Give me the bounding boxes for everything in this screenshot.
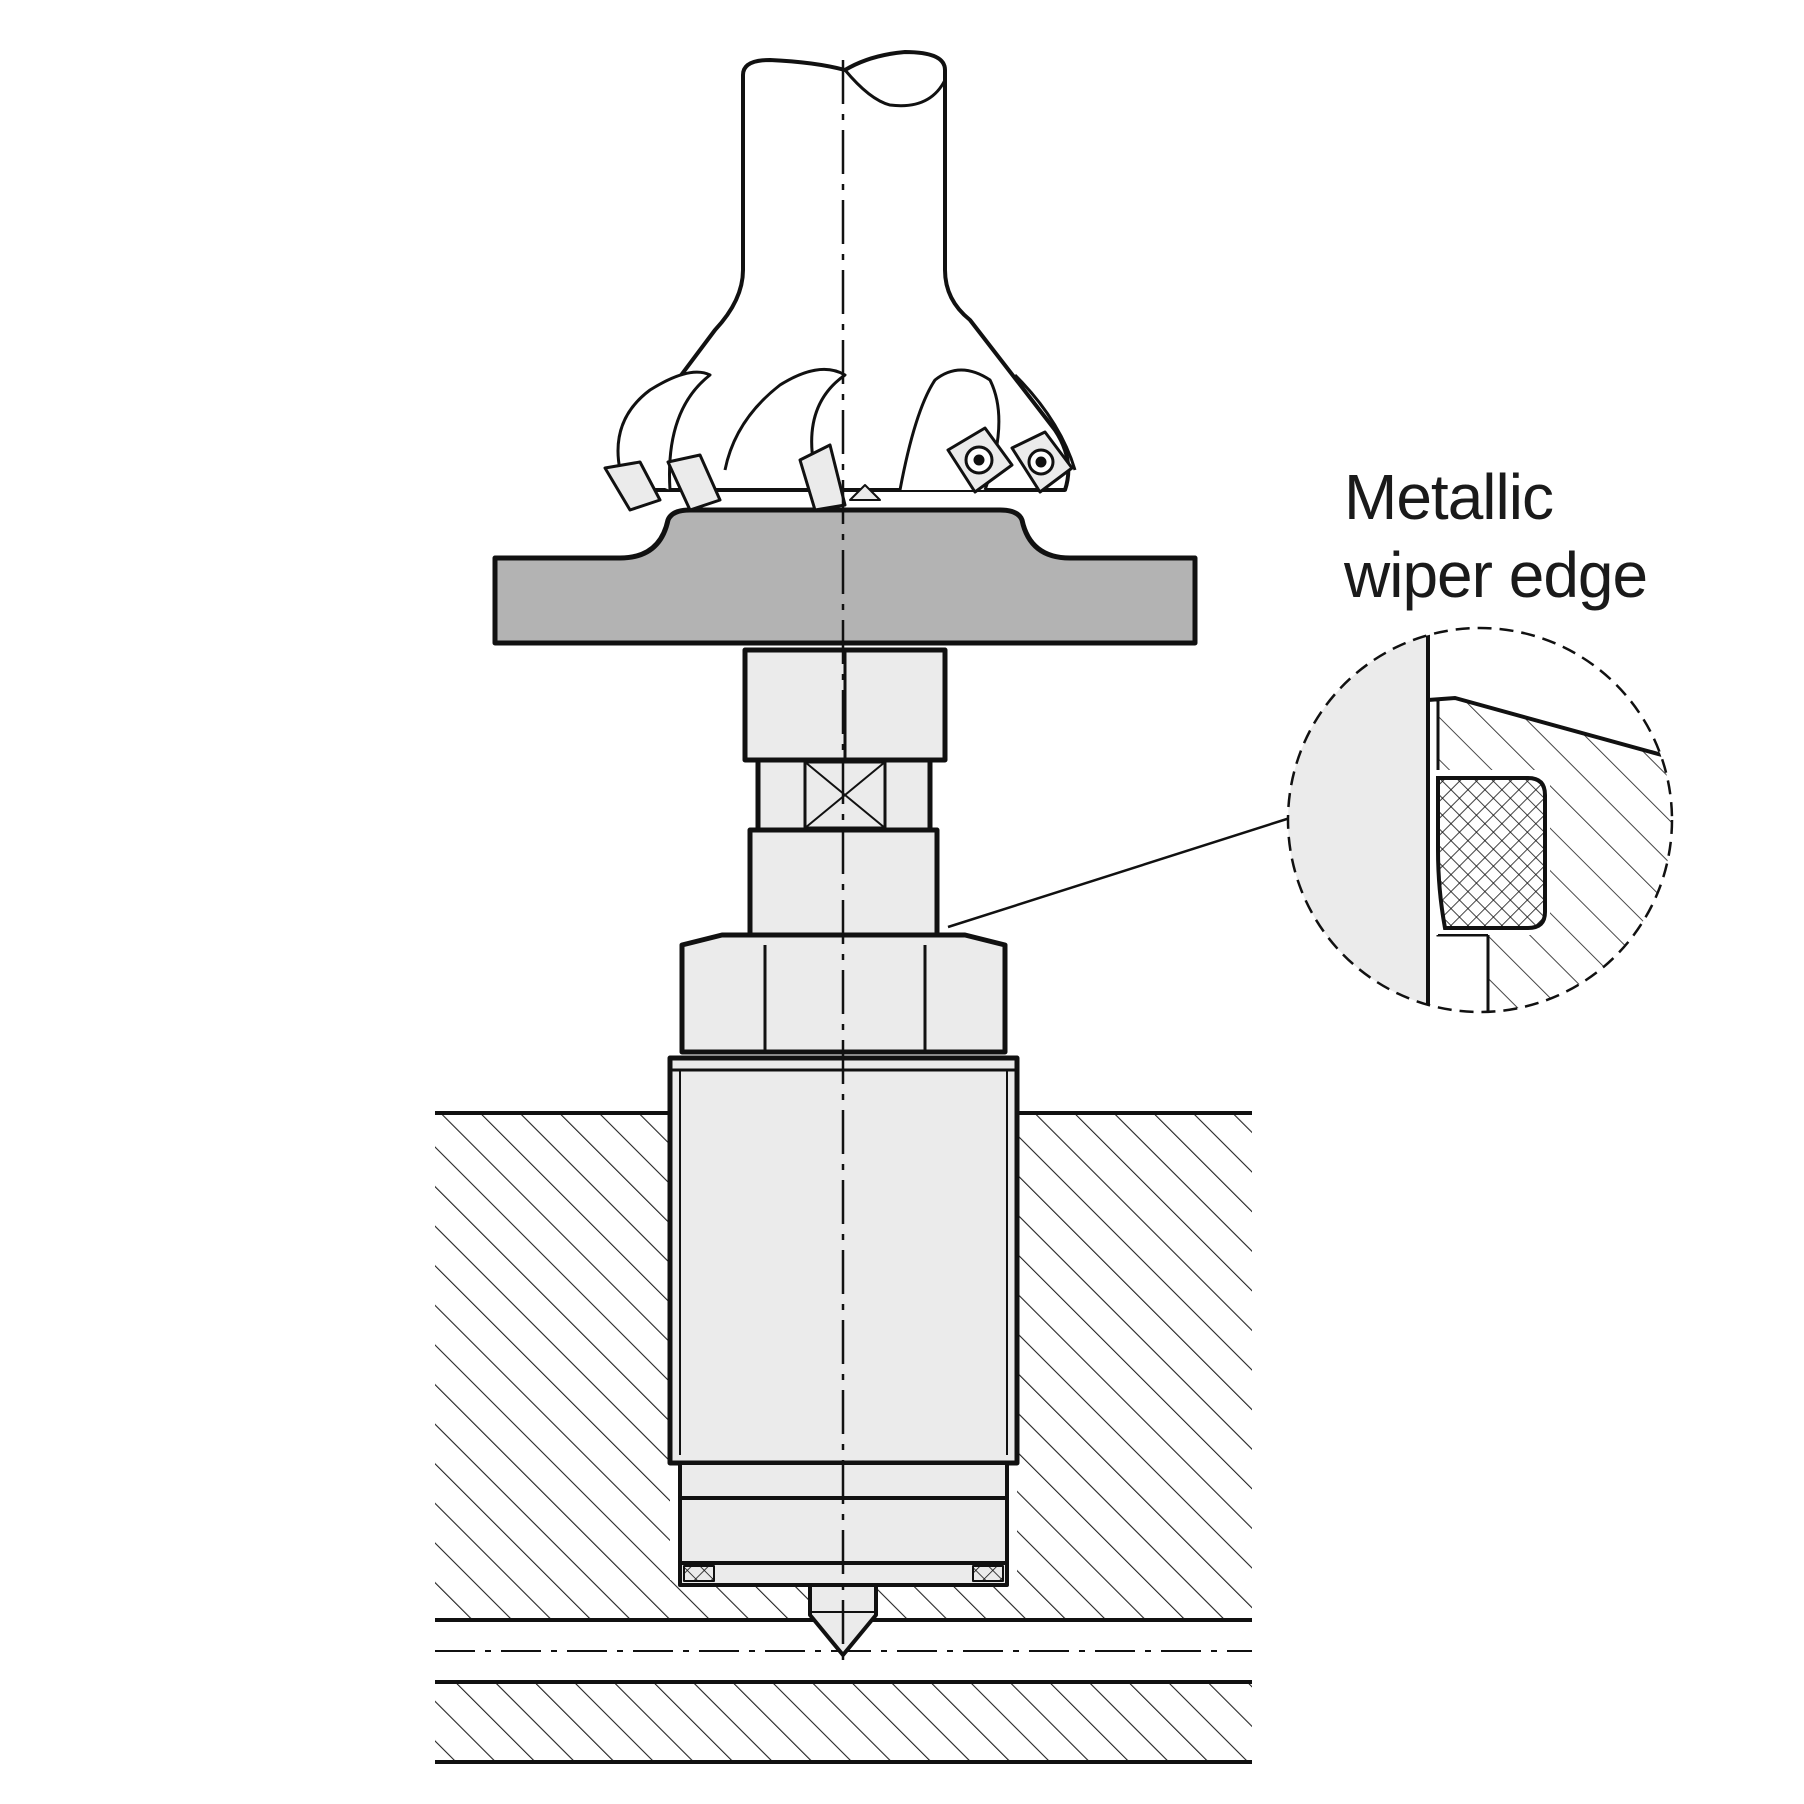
clamp-plate [492,507,1198,646]
callout-label-line2: wiper edge [1344,539,1648,611]
upper-shaft [742,647,948,938]
workpiece-block [435,1111,1252,1764]
callout-leader-line [947,816,1291,929]
detail-view [1286,626,1674,1014]
face-mill-cutter [603,50,1077,512]
metallic-wiper-seal [1436,776,1547,930]
callout-label: Metallic wiper edge [1344,458,1648,614]
callout-label-line1: Metallic [1344,461,1554,533]
